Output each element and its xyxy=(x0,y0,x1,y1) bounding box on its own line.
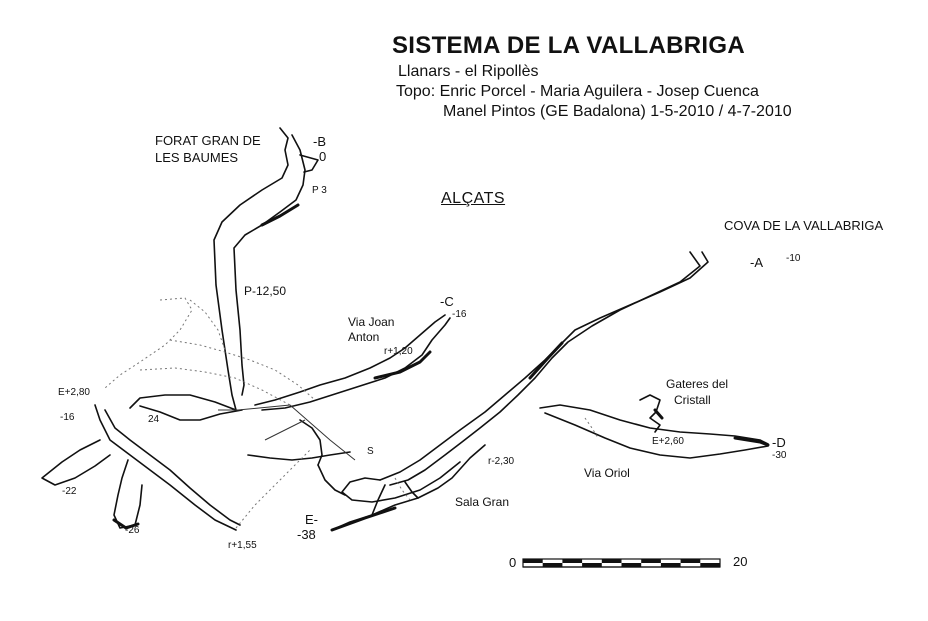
left-pocket-22 xyxy=(41,439,111,486)
shaft-b-right-wall xyxy=(233,134,306,396)
left-branch-lower xyxy=(139,405,243,421)
scale-segment xyxy=(523,559,543,563)
label-m26: -26 xyxy=(125,525,140,536)
scale-segment xyxy=(562,559,583,563)
label-24: 24 xyxy=(148,414,160,425)
shaft-b-left-wall xyxy=(213,127,289,411)
shaft-b-ledge xyxy=(299,154,319,173)
dotted-left-area-4 xyxy=(139,367,291,406)
label-sala-gran: Sala Gran xyxy=(455,495,510,509)
label-r155: r+1,55 xyxy=(228,540,257,551)
label-e280: E+2,80 xyxy=(58,387,90,398)
label-gateres-1: Gateres del xyxy=(666,377,729,391)
left-pocket-26 xyxy=(113,459,143,529)
station-c-depth: -16 xyxy=(452,309,467,320)
via-oriol-thick xyxy=(733,436,770,447)
scale-bar xyxy=(522,558,721,568)
dotted-diagonal-e xyxy=(235,449,311,529)
survey-line-diagonal xyxy=(264,419,306,441)
connector-s-2 xyxy=(247,451,351,461)
shaft-b-thick-wall xyxy=(260,203,300,227)
left-descend-inner xyxy=(104,409,241,526)
left-descend-outer xyxy=(94,404,237,531)
station-e-depth: -38 xyxy=(297,527,316,542)
credits-line-1: Topo: Enric Porcel - Maria Aguilera - Jo… xyxy=(396,83,759,100)
label-r120: r+1,20 xyxy=(384,346,413,357)
dotted-left-area-2 xyxy=(189,299,226,351)
label-m16: -16 xyxy=(60,412,75,423)
scale-segment xyxy=(700,563,720,567)
via-joan-thick xyxy=(373,350,432,380)
entrance-forat-gran-line2: LES BAUMES xyxy=(155,150,239,165)
scale-start: 0 xyxy=(509,555,517,570)
left-branch-upper xyxy=(129,394,237,411)
label-p12: P-12,50 xyxy=(244,284,287,298)
sala-gran-inner-1 xyxy=(371,484,386,516)
dotted-left-area-1 xyxy=(104,297,193,389)
gallery-a-lower-wall xyxy=(389,251,701,486)
section-label: ALÇATS xyxy=(441,190,506,207)
label-via-joan-2: Anton xyxy=(348,330,380,344)
station-a: -A xyxy=(750,255,763,270)
label-e260: E+2,60 xyxy=(652,436,684,447)
label-via-oriol: Via Oriol xyxy=(584,466,630,480)
credits-line-2: Manel Pintos (GE Badalona) 1-5-2010 / 4-… xyxy=(443,103,792,120)
entrance-cova-vallabriga: COVA DE LA VALLABRIGA xyxy=(724,218,884,233)
scale-segment xyxy=(582,563,602,567)
station-d: -D xyxy=(772,435,786,450)
label-p3: P 3 xyxy=(312,185,327,196)
scale-end: 20 xyxy=(733,554,748,569)
label-r230: r-2,30 xyxy=(488,456,515,467)
station-b-depth: 0 xyxy=(319,149,327,164)
station-d-depth: -30 xyxy=(772,450,787,461)
station-a-depth: -10 xyxy=(786,253,801,264)
scale-segment xyxy=(542,563,563,567)
scale-segment xyxy=(680,559,701,563)
sala-gran-thick xyxy=(330,506,397,532)
location-label: Llanars - el Ripollès xyxy=(398,63,539,80)
via-joan-upper xyxy=(254,314,446,406)
survey-line-shaft xyxy=(218,404,356,461)
scale-segment xyxy=(660,563,681,567)
scale-segment xyxy=(641,559,661,563)
station-b: -B xyxy=(313,134,326,149)
label-s: S xyxy=(367,446,374,457)
gateres-thick xyxy=(653,408,664,420)
label-via-joan-1: Via Joan xyxy=(348,315,395,329)
station-e: E- xyxy=(305,512,318,527)
scale-segment xyxy=(601,559,622,563)
entrance-forat-gran-line1: FORAT GRAN DE xyxy=(155,133,261,148)
via-oriol-upper xyxy=(539,404,769,445)
via-joan-lower xyxy=(261,317,451,411)
via-oriol-lower xyxy=(544,412,769,459)
scale-segment xyxy=(621,563,642,567)
connector-s-3 xyxy=(317,464,346,496)
left-pocket-26-thick xyxy=(112,518,140,530)
map-title: SISTEMA DE LA VALLABRIGA xyxy=(392,32,745,59)
label-gateres-2: Cristall xyxy=(674,393,711,407)
dotted-left-area-3 xyxy=(169,339,316,401)
dotted-gateres xyxy=(584,417,599,439)
gallery-a-thick xyxy=(528,341,564,380)
label-m22: -22 xyxy=(62,486,77,497)
station-c: -C xyxy=(440,294,454,309)
connector-s-1 xyxy=(299,419,323,466)
sala-gran-inner-2 xyxy=(404,481,419,499)
sala-gran-upper xyxy=(341,461,461,503)
